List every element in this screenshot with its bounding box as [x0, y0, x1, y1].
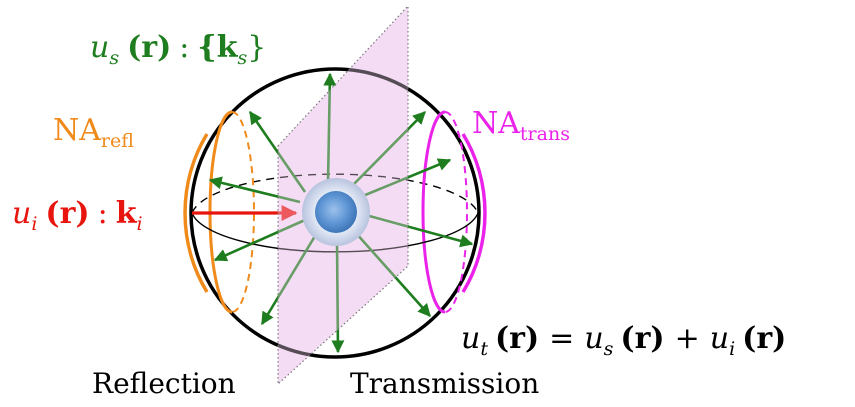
na-transmission-sphere-cap	[461, 133, 487, 293]
na-reflection-back-arc	[231, 111, 255, 313]
equator-back	[191, 173, 479, 214]
reflection-label: Reflection	[92, 367, 236, 400]
na-reflection-sphere-cap	[183, 133, 209, 293]
scattered-arrow-5	[361, 212, 474, 248]
na-transmission-label: NAtrans	[472, 106, 570, 145]
scattered-field-label: us(r):{ks}	[90, 30, 266, 69]
total-field-label: ut(r)=us(r)+ui(r)	[461, 321, 786, 360]
na-transmission-front-arc	[421, 110, 446, 314]
scattered-arrow-4	[357, 158, 452, 200]
scattered-arrow-10	[208, 176, 301, 204]
scattered-arrow-3	[351, 111, 426, 187]
scattered-arrow-9	[213, 218, 306, 262]
scattered-arrow-2	[323, 72, 337, 184]
transmission-label: Transmission	[350, 367, 539, 400]
scattered-arrow-8	[260, 235, 317, 326]
scattered-arrow-1	[248, 110, 307, 193]
incident-field-label: ui(r):ki	[12, 196, 143, 235]
scattered-arrow-7	[331, 241, 345, 354]
sphere-outline	[189, 67, 481, 359]
na-reflection-label: NArefl	[53, 113, 134, 152]
scattered-arrow-6	[354, 231, 431, 317]
particle-core	[315, 191, 357, 233]
equator-front	[191, 212, 479, 253]
na-transmission-back-arc	[444, 111, 468, 313]
scattered-arrows	[208, 72, 474, 354]
